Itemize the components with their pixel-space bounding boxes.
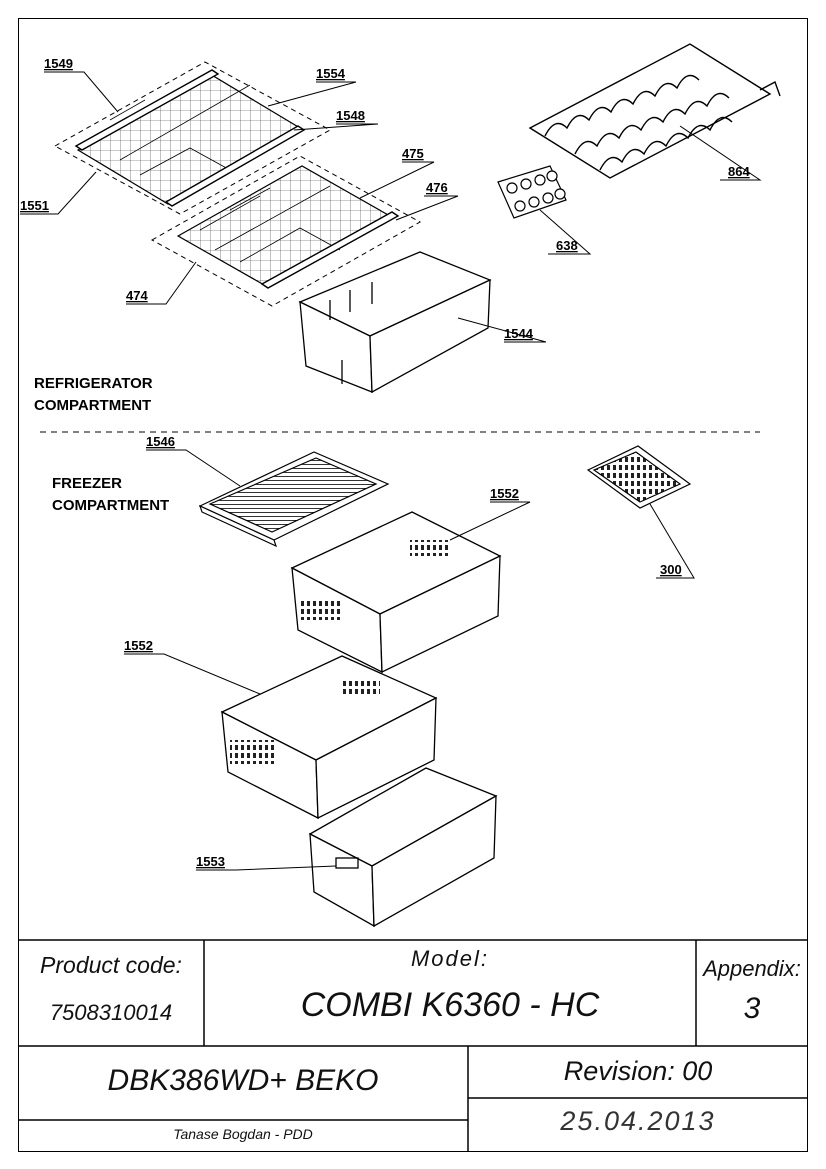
glass-shelf-upper xyxy=(53,61,332,215)
refrigerator-label-2: COMPARTMENT xyxy=(34,397,151,414)
callout-474: 474 xyxy=(126,288,148,303)
callout-300: 300 xyxy=(660,562,682,577)
callout-475: 475 xyxy=(402,146,424,161)
callout-1554: 1554 xyxy=(316,66,346,81)
callout-638: 638 xyxy=(556,238,578,253)
model-label: Model: xyxy=(410,946,490,971)
callout-476: 476 xyxy=(426,180,448,195)
title-block-grid xyxy=(18,939,808,1152)
freezer-label-2: COMPARTMENT xyxy=(52,497,169,514)
wine-rack xyxy=(528,43,781,179)
freezer-drawer-upper xyxy=(290,511,502,674)
callout-1548: 1548 xyxy=(336,108,365,123)
glass-shelf-lower xyxy=(150,155,422,307)
product-name: DBK386WD+ BEKO xyxy=(107,1064,379,1097)
callout-1549: 1549 xyxy=(44,56,73,71)
section-labels: REFRIGERATOR COMPARTMENT FREEZER COMPART… xyxy=(34,375,169,514)
freezer-drawer-lower xyxy=(220,655,438,820)
appendix-value: 3 xyxy=(743,992,761,1025)
appendix-label: Appendix: xyxy=(703,956,801,981)
callout-1546: 1546 xyxy=(146,434,175,449)
crisper-drawer xyxy=(298,251,492,394)
egg-holder xyxy=(497,165,567,219)
product-code-label: Product code: xyxy=(40,952,182,978)
author: Tanase Bogdan - PDD xyxy=(173,1126,313,1142)
freezer-label: FREEZER xyxy=(52,475,122,492)
callout-1552-upper: 1552 xyxy=(490,486,519,501)
callout-1551: 1551 xyxy=(20,198,49,213)
revision: Revision: 00 xyxy=(563,1056,713,1086)
callout-1544: 1544 xyxy=(504,326,534,341)
callout-labels: 1549 1554 1548 475 476 1551 474 864 638 … xyxy=(20,56,750,869)
callout-864: 864 xyxy=(728,164,750,179)
revision-date: 25.04.2013 xyxy=(560,1106,716,1136)
callout-1552-lower: 1552 xyxy=(124,638,153,653)
callout-1553: 1553 xyxy=(196,854,225,869)
ice-tray xyxy=(586,445,692,509)
freezer-drawer-bottom xyxy=(308,767,498,928)
model-value: COMBI K6360 - HC xyxy=(300,986,600,1024)
product-code-value: 7508310014 xyxy=(49,1000,173,1025)
leader-lines xyxy=(20,71,762,871)
refrigerator-label: REFRIGERATOR xyxy=(34,375,153,392)
freezer-shelf xyxy=(198,451,390,548)
drawing-frame xyxy=(18,18,808,1152)
